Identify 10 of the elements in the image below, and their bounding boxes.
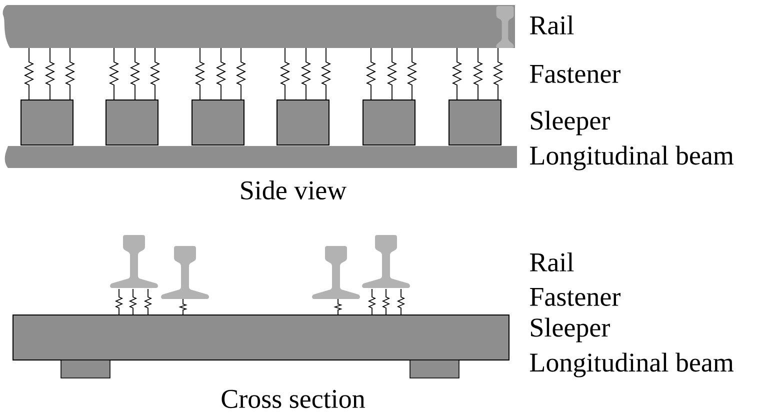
component-label: Sleeper: [531, 110, 610, 136]
view-caption: Cross section: [222, 390, 365, 408]
component-label: Sleeper: [531, 318, 610, 342]
component-label: Longitudinal beam: [530, 146, 734, 170]
component-label: Longitudinal beam: [530, 352, 734, 378]
view-caption: Side view: [241, 180, 347, 200]
component-label: Rail: [530, 252, 574, 272]
component-label: Rail: [530, 16, 574, 34]
component-label: Fastener: [530, 65, 620, 83]
component-label: Fastener: [530, 288, 620, 306]
